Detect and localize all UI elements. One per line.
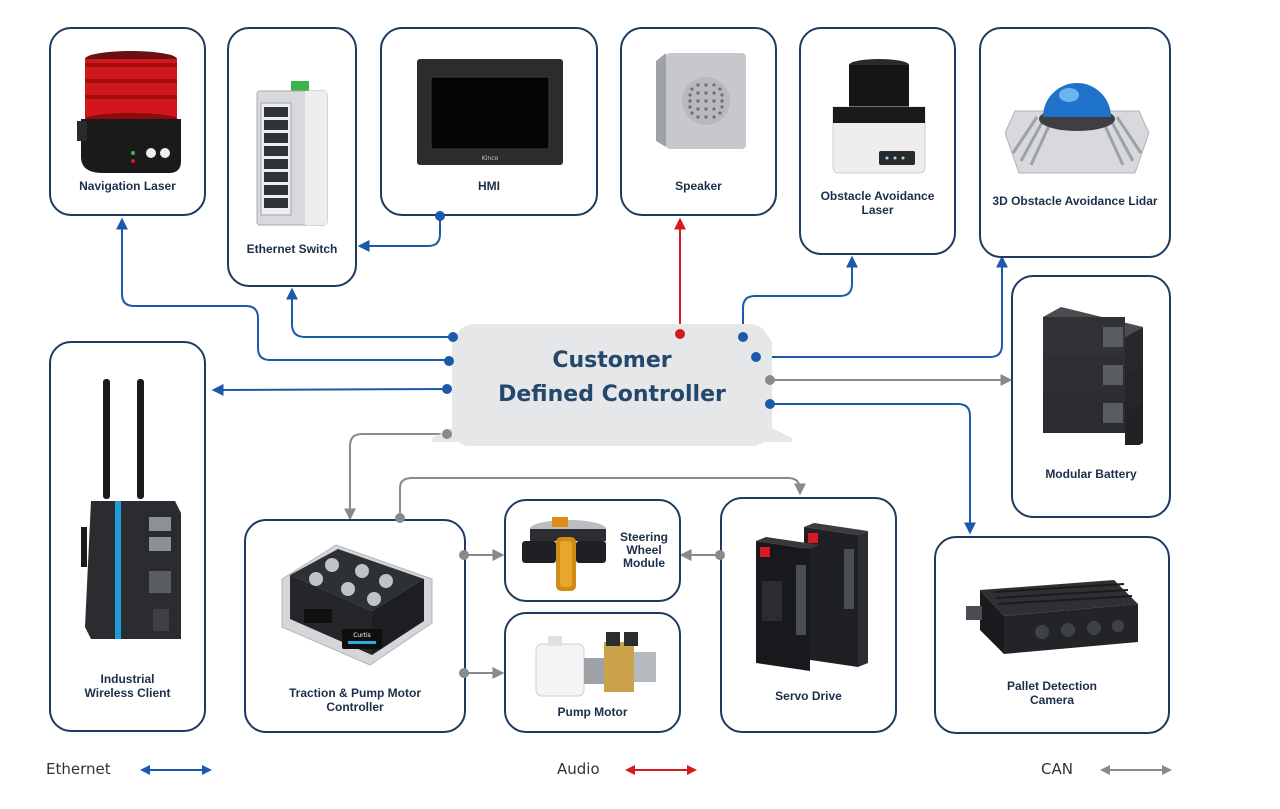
port-lidar <box>751 352 761 362</box>
curtis-brand-text: Curtis <box>353 632 371 639</box>
traction-controller-image: Curtis <box>281 544 433 666</box>
port-speaker <box>675 329 685 339</box>
port-traction-pump <box>459 668 469 678</box>
wireless-client-label: Industrial Wireless Client <box>84 672 171 700</box>
steering-module-label: Steering Wheel Module <box>619 530 668 570</box>
traction-controller-label: Traction & Pump Motor Controller <box>289 686 421 714</box>
hmi-label: HMI <box>478 179 500 193</box>
steering-module-card[interactable]: Steering Wheel Module <box>504 499 681 602</box>
pump-motor-image <box>535 632 656 697</box>
port-obstacle-laser <box>738 332 748 342</box>
speaker-label: Speaker <box>675 179 722 193</box>
legend-can-arrow <box>1100 765 1172 775</box>
port-ethernet-switch <box>448 332 458 342</box>
lidar-label: 3D Obstacle Avoidance Lidar <box>992 194 1158 208</box>
hmi-image: Kinco <box>417 59 563 165</box>
pallet-camera-card[interactable]: Pallet Detection Camera <box>934 536 1170 734</box>
lidar-image <box>1005 83 1149 174</box>
wire-obstacle-laser <box>742 255 858 336</box>
wire-hmi-switch <box>357 216 441 252</box>
speaker-card[interactable]: Speaker <box>620 27 777 216</box>
servo-drive-card[interactable]: Servo Drive <box>720 497 897 733</box>
pump-motor-card[interactable]: Pump Motor <box>504 612 681 733</box>
port-battery <box>765 375 775 385</box>
servo-drive-label: Servo Drive <box>775 689 842 703</box>
wireless-client-card[interactable]: Industrial Wireless Client <box>49 341 206 732</box>
controller-box[interactable]: Customer Defined Controller <box>432 324 792 446</box>
port-wireless-client <box>442 384 452 394</box>
obstacle-laser-card[interactable]: Obstacle Avoidance Laser <box>799 27 956 255</box>
legend-audio-label: Audio <box>557 760 600 778</box>
hmi-card[interactable]: Kinco HMI <box>380 27 598 216</box>
speaker-image <box>656 53 746 149</box>
navigation-laser-image <box>77 51 181 173</box>
legend-ethernet-arrow <box>140 765 212 775</box>
hmi-brand-text: Kinco <box>482 155 499 162</box>
wire-traction-controller <box>344 433 447 521</box>
pump-motor-label: Pump Motor <box>557 705 628 719</box>
legend-ethernet-label: Ethernet <box>46 760 111 778</box>
wire-wireless-client <box>211 383 448 396</box>
traction-controller-card[interactable]: Curtis Traction & Pump Motor Controller <box>244 519 466 733</box>
port-traction-servo <box>395 513 405 523</box>
port-traction-steering <box>459 550 469 560</box>
wire-navigation-laser <box>116 217 452 361</box>
lidar-card[interactable]: 3D Obstacle Avoidance Lidar <box>979 27 1171 258</box>
obstacle-laser-image <box>832 59 926 174</box>
pallet-camera-image <box>966 580 1138 654</box>
legend-audio-arrow <box>625 765 697 775</box>
battery-image <box>1043 307 1143 445</box>
wire-pallet-camera <box>770 403 976 535</box>
ethernet-switch-image <box>256 81 328 226</box>
port-servo-steering <box>715 550 725 560</box>
servo-drive-image <box>756 523 868 671</box>
pallet-camera-label: Pallet Detection Camera <box>1006 679 1098 707</box>
wire-ethernet-switch <box>286 287 452 338</box>
ethernet-switch-card[interactable]: Ethernet Switch <box>227 27 357 287</box>
wire-lidar <box>756 255 1008 358</box>
controller-title-line1: Customer <box>552 348 672 373</box>
ethernet-switch-label: Ethernet Switch <box>246 242 338 256</box>
wireless-client-image <box>81 379 181 639</box>
port-navigation-laser <box>444 356 454 366</box>
battery-card[interactable]: Modular Battery <box>1011 275 1171 518</box>
navigation-laser-card[interactable]: Navigation Laser <box>49 27 206 216</box>
wire-traction-servo <box>399 477 806 517</box>
navigation-laser-label: Navigation Laser <box>79 179 176 193</box>
steering-module-image <box>522 517 606 591</box>
battery-label: Modular Battery <box>1045 467 1137 481</box>
port-pallet-camera <box>765 399 775 409</box>
port-hmi <box>435 211 445 221</box>
controller-title-line2: Defined Controller <box>498 382 726 407</box>
obstacle-laser-label: Obstacle Avoidance Laser <box>820 189 935 217</box>
controller-shape <box>432 324 792 446</box>
legend-can-label: CAN <box>1041 760 1073 778</box>
port-traction-controller <box>442 429 452 439</box>
